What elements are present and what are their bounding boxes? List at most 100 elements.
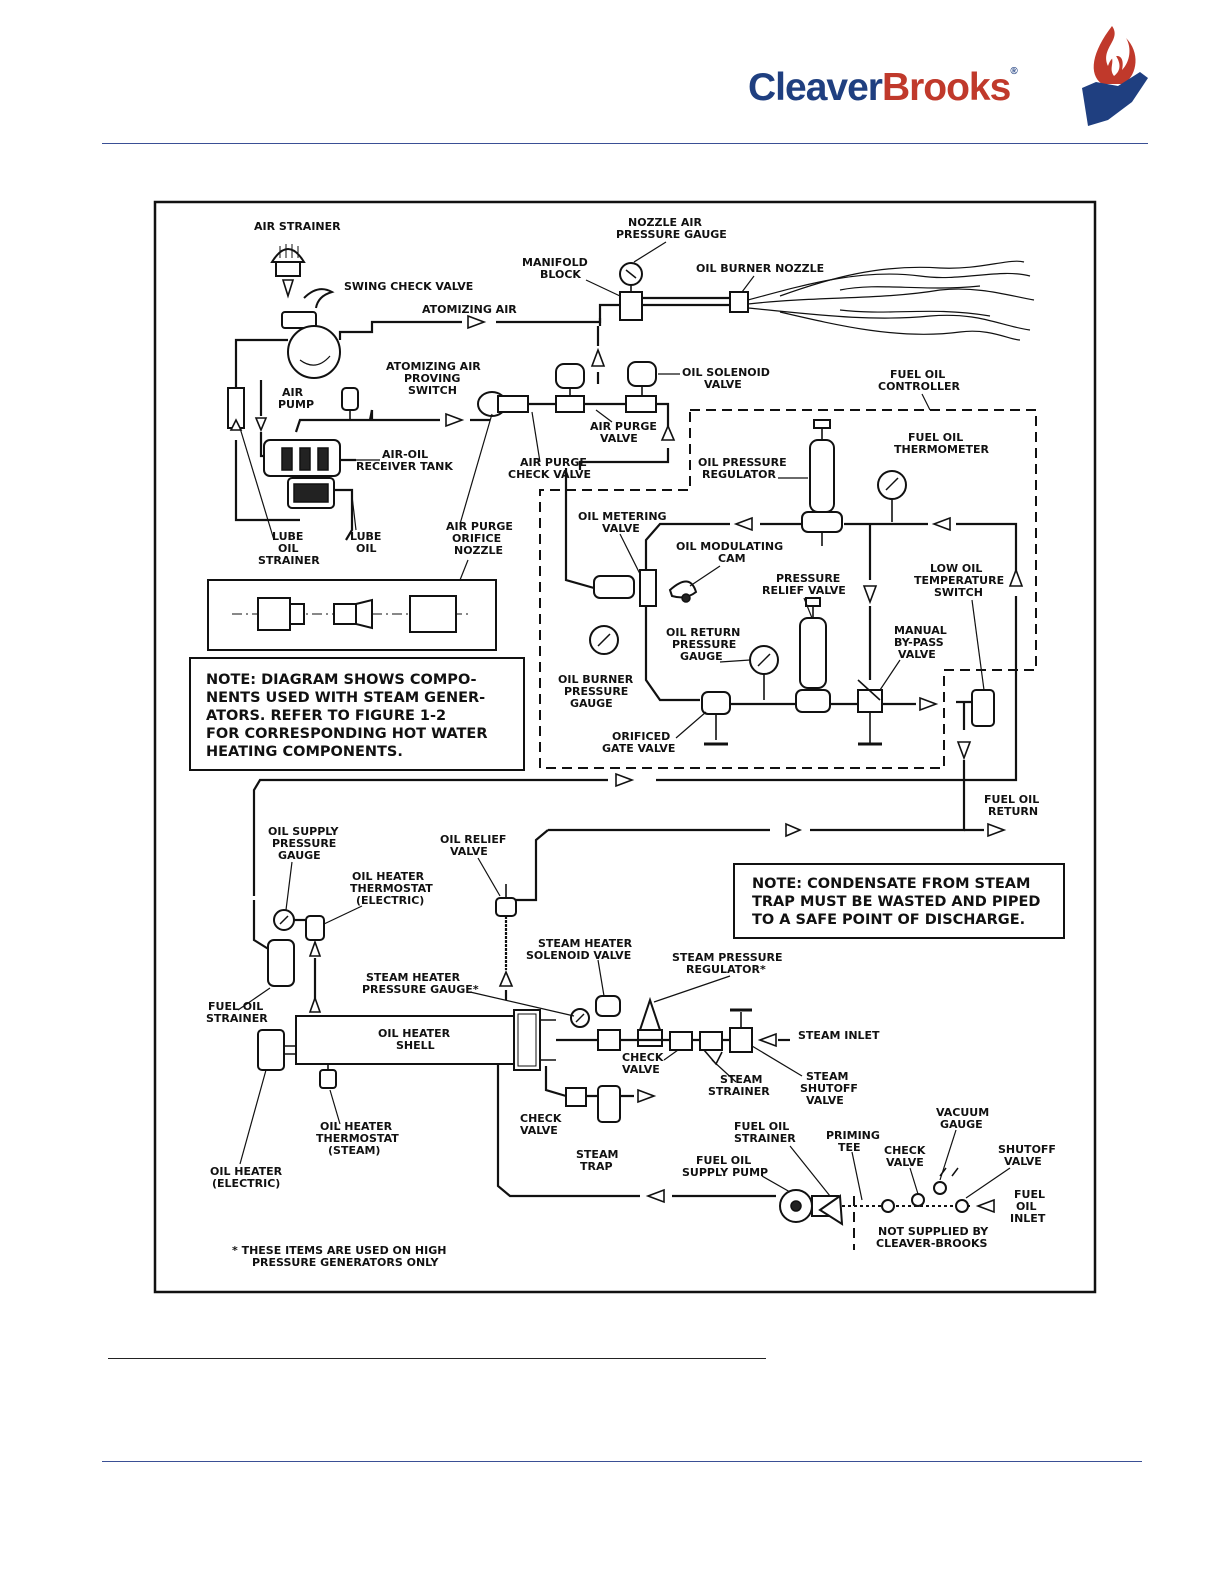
label-lube-strainer-1: LUBE — [272, 530, 303, 543]
label-heater-thermo-elec-1: OIL HEATER — [352, 870, 425, 883]
label-fuel-oil-controller-1: FUEL OIL — [890, 368, 945, 381]
label-steam-press-reg-1: STEAM PRESSURE — [672, 951, 783, 964]
label-oil-return-gauge-1: OIL RETURN — [666, 626, 740, 639]
label-air-purge-check-2: CHECK VALVE — [508, 468, 591, 481]
label-oil-heater-shell-2: SHELL — [396, 1039, 435, 1052]
oil-heater-shell-icon — [295, 1009, 556, 1071]
label-fuel-oil-return-2: RETURN — [988, 805, 1038, 818]
label-vacuum-gauge-2: GAUGE — [940, 1118, 983, 1131]
oil-burner-nozzle-icon — [729, 291, 749, 313]
label-heater-thermo-steam-3: (STEAM) — [328, 1144, 380, 1157]
steam-heater-solenoid-valve-icon — [595, 995, 621, 1051]
label-air-oil-tank-2: RECEIVER TANK — [356, 460, 453, 473]
label-atomizing-air: ATOMIZING AIR — [422, 303, 517, 316]
label-oil-heater-shell-1: OIL HEATER — [378, 1027, 451, 1040]
oil-return-pressure-gauge-icon — [749, 645, 779, 700]
label-oil-metering-1: OIL METERING — [578, 510, 667, 523]
priming-tee-shutoff-assembly — [842, 1167, 970, 1213]
steam-shutoff-valve-icon — [729, 1008, 753, 1053]
label-oil-heater-elec-2: (ELECTRIC) — [212, 1177, 280, 1190]
label-air-purge-valve-1: AIR PURGE — [590, 420, 657, 433]
oil-pressure-regulator-icon — [801, 419, 843, 546]
leader-lines — [237, 241, 1011, 1201]
pressure-relief-valve-icon — [795, 597, 831, 713]
note2-line-2: TRAP MUST BE WASTED AND PIPED — [752, 894, 1040, 910]
label-air-strainer: AIR STRAINER — [254, 220, 341, 233]
note2-line-3: TO A SAFE POINT OF DISCHARGE. — [752, 912, 1025, 928]
label-check-valve-b-2: VALVE — [520, 1124, 558, 1137]
label-check-valve-c-2: VALVE — [886, 1156, 924, 1169]
label-steam-shutoff-1: STEAM — [806, 1070, 848, 1083]
label-atom-switch-3: SWITCH — [408, 384, 457, 397]
label-fo-inlet-1: FUEL — [1014, 1188, 1045, 1201]
label-priming-tee-2: TEE — [838, 1141, 861, 1154]
label-steam-inlet: STEAM INLET — [798, 1029, 880, 1042]
note1-line-5: HEATING COMPONENTS. — [206, 744, 403, 760]
label-manual-bypass-2: BY-PASS — [894, 636, 944, 649]
logo-word-brooks: Brooks — [881, 66, 1011, 109]
oil-modulating-cam-icon — [668, 580, 698, 603]
label-shutoff-valve-1: SHUTOFF — [998, 1143, 1056, 1156]
label-fuel-oil-thermo-2: THERMOMETER — [894, 443, 989, 456]
footer-rule — [102, 1461, 1142, 1462]
note2-line-1: NOTE: CONDENSATE FROM STEAM — [752, 876, 1030, 892]
label-oil-supply-gauge-3: GAUGE — [278, 849, 321, 862]
label-oil-mod-cam-1: OIL MODULATING — [676, 540, 783, 553]
label-fo-strainer2-1: FUEL OIL — [734, 1120, 789, 1133]
cleaver-brooks-logo: CleaverBrooks® — [748, 22, 1152, 132]
label-air-pump-1: AIR — [282, 386, 304, 399]
label-steam-heater-gauge-1: STEAM HEATER — [366, 971, 461, 984]
orifice-nozzle-parts-icon — [232, 595, 470, 633]
label-fuel-oil-return-1: FUEL OIL — [984, 793, 1039, 806]
label-oil-burner-gauge-1: OIL BURNER — [558, 673, 634, 686]
note1-line-4: FOR CORRESPONDING HOT WATER — [206, 726, 488, 742]
label-footnote-2: PRESSURE GENERATORS ONLY — [252, 1256, 439, 1269]
label-steam-shutoff-2: SHUTOFF — [800, 1082, 858, 1095]
label-lube-strainer-2: OIL — [278, 542, 298, 555]
label-manual-bypass-1: MANUAL — [894, 624, 947, 637]
label-fo-supply-pump-2: SUPPLY PUMP — [682, 1166, 768, 1179]
orifice-nozzle-inset — [207, 579, 497, 651]
label-check-valve-c-1: CHECK — [884, 1144, 926, 1157]
air-strainer-icon — [270, 244, 306, 299]
label-fo-supply-pump-1: FUEL OIL — [696, 1154, 751, 1167]
label-oil-solenoid-1: OIL SOLENOID — [682, 366, 770, 379]
oil-supply-pressure-gauge-icon — [273, 909, 295, 931]
label-steam-trap-2: TRAP — [580, 1160, 613, 1173]
steam-pressure-regulator-icon — [637, 996, 663, 1047]
label-heater-thermo-steam-2: THERMOSTAT — [316, 1132, 399, 1145]
label-air-purge-orifice-2: ORIFICE — [452, 532, 501, 545]
label-manifold-1: MANIFOLD — [522, 256, 588, 269]
caption-rule — [108, 1358, 766, 1359]
label-heater-thermo-elec-3: (ELECTRIC) — [356, 894, 424, 907]
label-steam-strainer-2: STRAINER — [708, 1085, 770, 1098]
fuel-oil-strainer-icon — [267, 939, 295, 987]
oil-metering-valve-icon — [564, 468, 657, 607]
steam-heater-pressure-gauge-icon — [570, 1008, 590, 1028]
label-lube-oil-1: LUBE — [350, 530, 381, 543]
air-oil-receiver-tank-icon — [263, 439, 341, 509]
label-oil-relief-2: VALVE — [450, 845, 488, 858]
label-shutoff-valve-2: VALVE — [1004, 1155, 1042, 1168]
label-oil-mod-cam-2: CAM — [718, 552, 746, 565]
label-heater-thermo-steam-1: OIL HEATER — [320, 1120, 393, 1133]
label-air-oil-tank-1: AIR-OIL — [382, 448, 428, 461]
flame-hand-icon — [1082, 26, 1148, 126]
steam-trap-icon — [597, 1085, 621, 1123]
manifold-block-icon — [619, 262, 643, 321]
note1-line-2: NENTS USED WITH STEAM GENER- — [206, 690, 485, 706]
label-heater-thermo-elec-2: THERMOSTAT — [350, 882, 433, 895]
label-atom-switch-2: PROVING — [404, 372, 460, 385]
label-steam-press-reg-2: REGULATOR* — [686, 963, 766, 976]
label-fuel-oil-thermo-1: FUEL OIL — [908, 431, 963, 444]
note1-line-1: NOTE: DIAGRAM SHOWS COMPO- — [206, 672, 477, 688]
label-pressure-relief-1: PRESSURE — [776, 572, 840, 585]
label-check-valve-b-1: CHECK — [520, 1112, 562, 1125]
label-vacuum-gauge-1: VACUUM — [936, 1106, 989, 1119]
label-air-purge-check-1: AIR PURGE — [520, 456, 587, 469]
header-rule — [102, 143, 1148, 144]
label-air-purge-orifice-1: AIR PURGE — [446, 520, 513, 533]
label-lube-oil-2: OIL — [356, 542, 376, 555]
label-oil-press-reg-2: REGULATOR — [702, 468, 776, 481]
